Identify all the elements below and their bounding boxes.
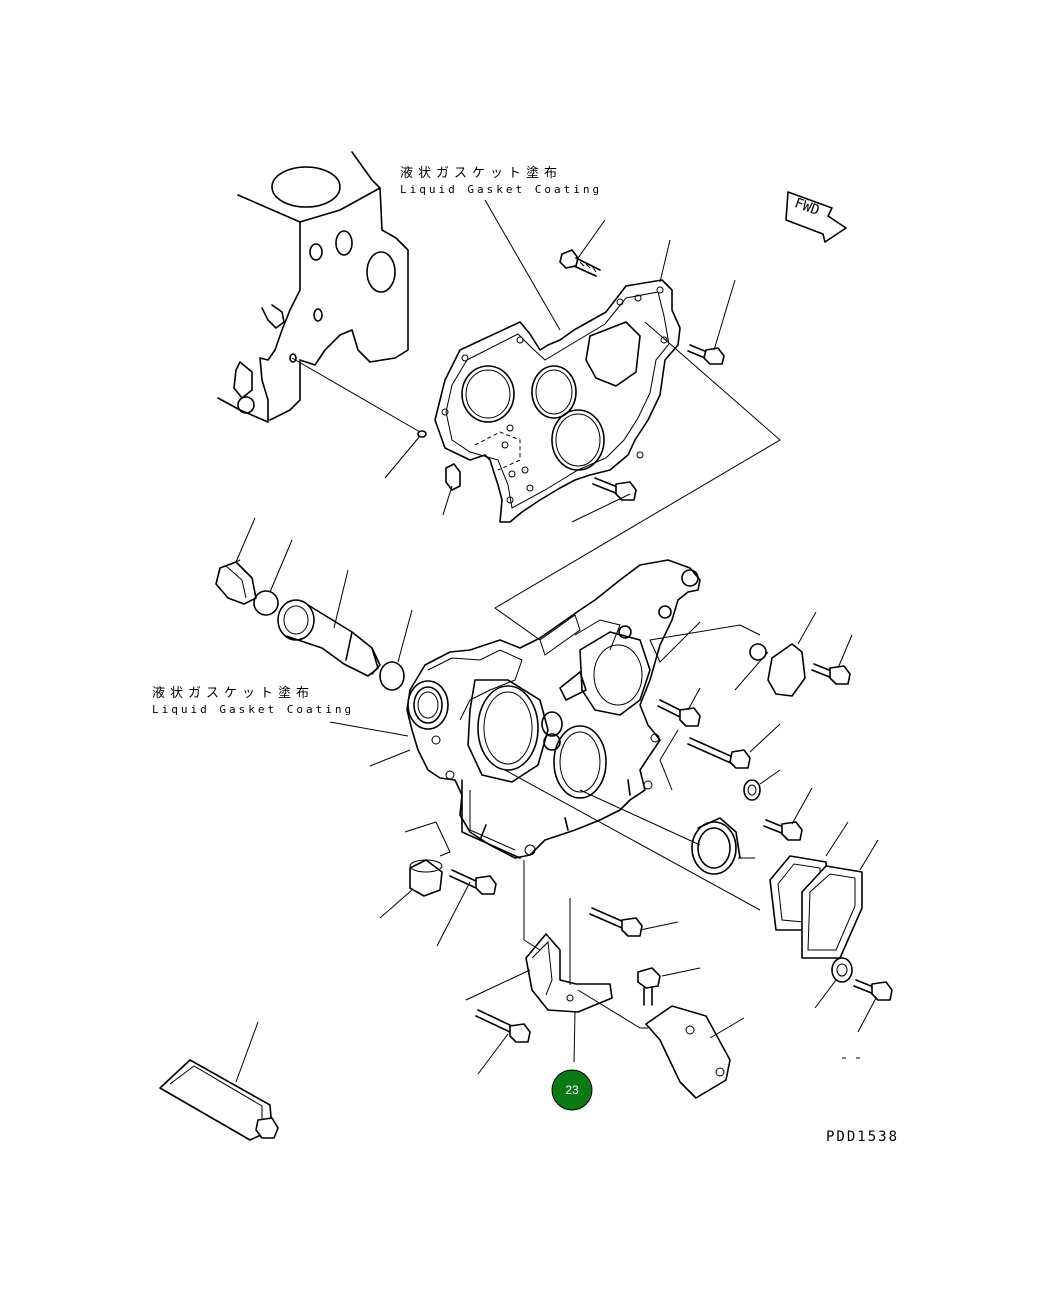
o-ring-small [291,357,427,479]
gasket-coating-label-top-en: Liquid Gasket Coating [400,183,602,196]
gasket-coating-label-left-jp: 液状ガスケット塗布 [152,685,314,701]
fwd-arrow-icon: FWD [785,191,847,243]
bracket-part [465,860,613,1063]
bolt-bracket-top [589,907,679,937]
bolt-bracket-bottom [475,1009,531,1075]
oil-seal-part [579,789,755,875]
plug-part [215,517,257,605]
fwd-label: FWD [792,195,821,219]
o-ring-tube [379,609,413,691]
dowel-pin [442,463,461,516]
timing-gear-case-part [406,559,701,859]
bolt-vertical [637,967,701,1006]
gasket-coating-label-left-en: Liquid Gasket Coating [152,703,354,716]
oil-filler-tube-part [277,569,381,677]
bolt-case-1 [657,687,701,727]
cylinder-block-part [217,151,409,423]
bolt-top-left [559,219,606,277]
drawing-reference-id: PDD1538 [826,1129,899,1145]
bolt-long-case [659,723,781,791]
callout-number[interactable]: 23 [565,1083,579,1097]
bushing-part [379,821,451,919]
bolt-case-2 [763,787,813,841]
liquid-gasket-tube-part [159,1021,279,1141]
cover-plate-part [649,611,817,697]
o-ring-plug [253,539,293,616]
bolt-lower-left [436,869,497,947]
cover-part [801,839,879,959]
bolt-top-right [687,279,736,365]
bolt-cover [811,634,853,685]
callout-23[interactable]: 23 [551,1069,593,1111]
callout-circle[interactable] [551,1069,593,1111]
front-plate-gasket-part [434,279,681,523]
stay-plate-part [577,989,745,1099]
washer-lower-right [814,957,853,1009]
bolt-mid-plate [571,477,637,523]
bolt-lower-right [853,979,893,1033]
gasket-coating-label-top-jp: 液状ガスケット塗布 [400,165,562,181]
washer-case [743,769,781,801]
cover-gasket-part [504,769,849,931]
